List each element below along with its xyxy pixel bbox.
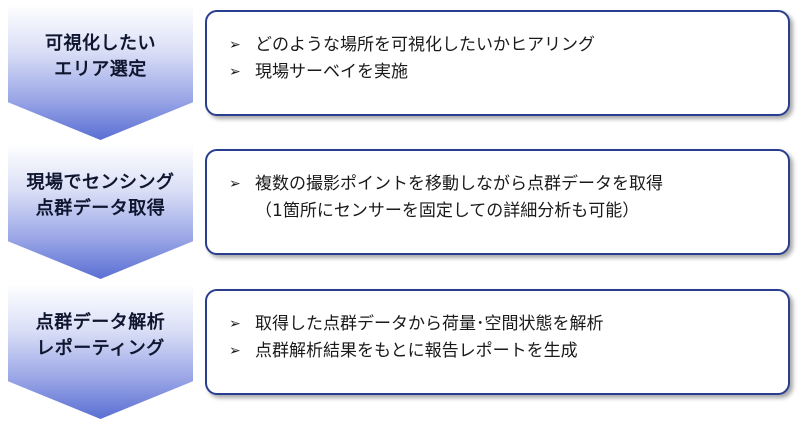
step-1-item-2-text: 現場サーベイを実施 xyxy=(255,62,408,82)
step-1-item-1-text: どのような場所を可視化したいかヒアリング xyxy=(255,35,595,55)
step-1-item-1: ➢ どのような場所を可視化したいかヒアリング xyxy=(229,32,788,59)
step-3: 点群データ解析 レポーティング ➢ 取得した点群データから荷量･空間状態を解析 … xyxy=(0,284,800,424)
step-2-item-1: ➢ 複数の撮影ポイントを移動しながら点群データを取得 xyxy=(229,171,788,198)
step-3-item-1: ➢ 取得した点群データから荷量･空間状態を解析 xyxy=(229,311,788,338)
arrow-bullet-icon: ➢ xyxy=(229,176,241,192)
step-2-title: 現場でセンシング 点群データ取得 xyxy=(8,170,193,222)
step-1-item-2: ➢ 現場サーベイを実施 xyxy=(229,59,788,86)
step-2-title-line-1: 現場でセンシング xyxy=(26,172,175,193)
step-2-item-2-text: （1箇所にセンサーを固定しての詳細分析も可能） xyxy=(255,201,640,221)
step-1-title-line-2: エリア選定 xyxy=(54,59,147,80)
arrow-bullet-icon: ➢ xyxy=(229,37,241,53)
step-1-title-line-1: 可視化したい xyxy=(45,33,156,54)
arrow-bullet-icon: ➢ xyxy=(229,64,241,80)
arrow-bullet-icon: ➢ xyxy=(229,316,241,332)
step-1-title: 可視化したい エリア選定 xyxy=(8,31,193,83)
step-2: 現場でセンシング 点群データ取得 ➢ 複数の撮影ポイントを移動しながら点群データ… xyxy=(0,144,800,284)
step-3-item-2-text: 点群解析結果をもとに報告レポートを生成 xyxy=(255,341,578,361)
step-3-item-1-text: 取得した点群データから荷量･空間状態を解析 xyxy=(255,314,604,334)
step-3-title-line-1: 点群データ解析 xyxy=(35,312,166,333)
step-1: 可視化したい エリア選定 ➢ どのような場所を可視化したいかヒアリング ➢ 現場… xyxy=(0,5,800,145)
step-2-description-box: ➢ 複数の撮影ポイントを移動しながら点群データを取得 （1箇所にセンサーを固定し… xyxy=(205,149,790,255)
step-1-description-box: ➢ どのような場所を可視化したいかヒアリング ➢ 現場サーベイを実施 xyxy=(205,10,790,116)
step-3-item-2: ➢ 点群解析結果をもとに報告レポートを生成 xyxy=(229,338,788,365)
step-2-title-line-2: 点群データ取得 xyxy=(35,198,166,219)
arrow-bullet-icon: ➢ xyxy=(229,343,241,359)
step-2-item-1-text: 複数の撮影ポイントを移動しながら点群データを取得 xyxy=(255,174,663,194)
step-2-item-2: （1箇所にセンサーを固定しての詳細分析も可能） xyxy=(229,198,788,225)
step-3-title: 点群データ解析 レポーティング xyxy=(8,310,193,362)
step-3-title-line-2: レポーティング xyxy=(36,338,165,359)
step-3-description-box: ➢ 取得した点群データから荷量･空間状態を解析 ➢ 点群解析結果をもとに報告レポ… xyxy=(205,289,790,395)
